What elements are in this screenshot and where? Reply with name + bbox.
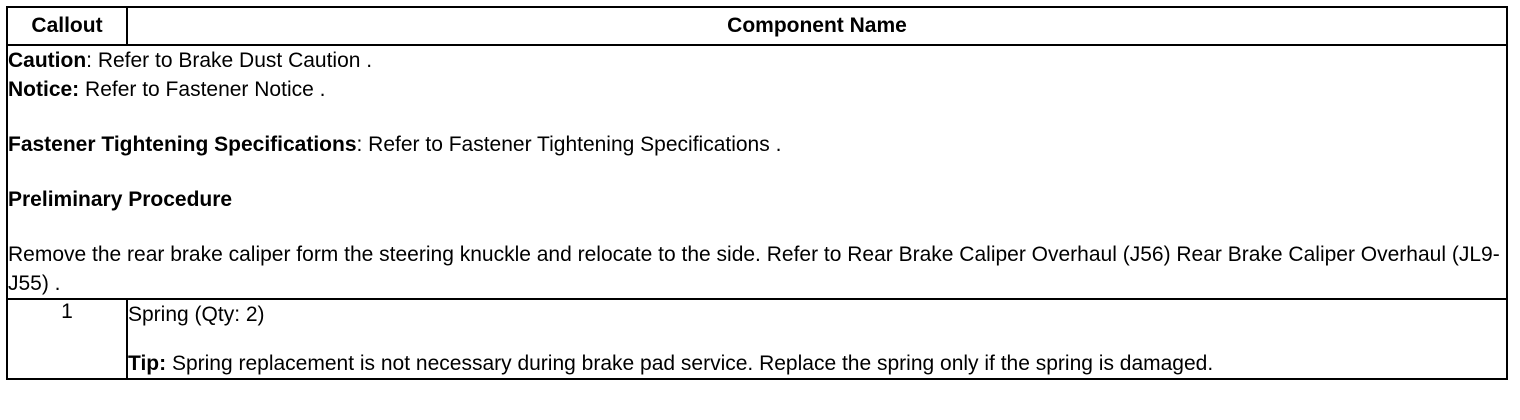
fastener-spec-text: : Refer to Fastener Tightening Specifica… (356, 133, 782, 156)
tip-line: Tip: Spring replacement is not necessary… (128, 349, 1506, 378)
header-row: Callout Component Name (6, 6, 1508, 46)
tip-text: Spring replacement is not necessary duri… (166, 352, 1214, 375)
caution-label: Caution (8, 49, 87, 72)
caution-text: : Refer to Brake Dust Caution . (86, 49, 373, 72)
caution-line: Caution: Refer to Brake Dust Caution . (8, 46, 1506, 75)
tip-label: Tip: (128, 352, 167, 375)
callout-number: 1 (6, 298, 128, 380)
table-row: 1 Spring (Qty: 2) Tip: Spring replacemen… (6, 298, 1508, 380)
component-table: Callout Component Name Caution: Refer to… (6, 6, 1508, 380)
fastener-spec-label: Fastener Tightening Specifications (8, 133, 357, 156)
notice-line: Notice: Refer to Fastener Notice . (8, 75, 1506, 104)
preliminary-procedure-heading: Preliminary Procedure (8, 188, 233, 211)
notice-label: Notice: (8, 78, 80, 101)
notes-row: Caution: Refer to Brake Dust Caution . N… (6, 44, 1508, 300)
component-name-column-header: Component Name (126, 6, 1508, 46)
notes-cell: Caution: Refer to Brake Dust Caution . N… (6, 44, 1508, 300)
component-cell: Spring (Qty: 2) Tip: Spring replacement … (126, 298, 1508, 380)
fastener-spec-line: Fastener Tightening Specifications: Refe… (8, 130, 1506, 159)
preliminary-procedure-text: Remove the rear brake caliper form the s… (8, 243, 1500, 295)
notice-text: Refer to Fastener Notice . (79, 78, 326, 101)
component-name: Spring (Qty: 2) (128, 303, 265, 326)
callout-column-header: Callout (6, 6, 128, 46)
